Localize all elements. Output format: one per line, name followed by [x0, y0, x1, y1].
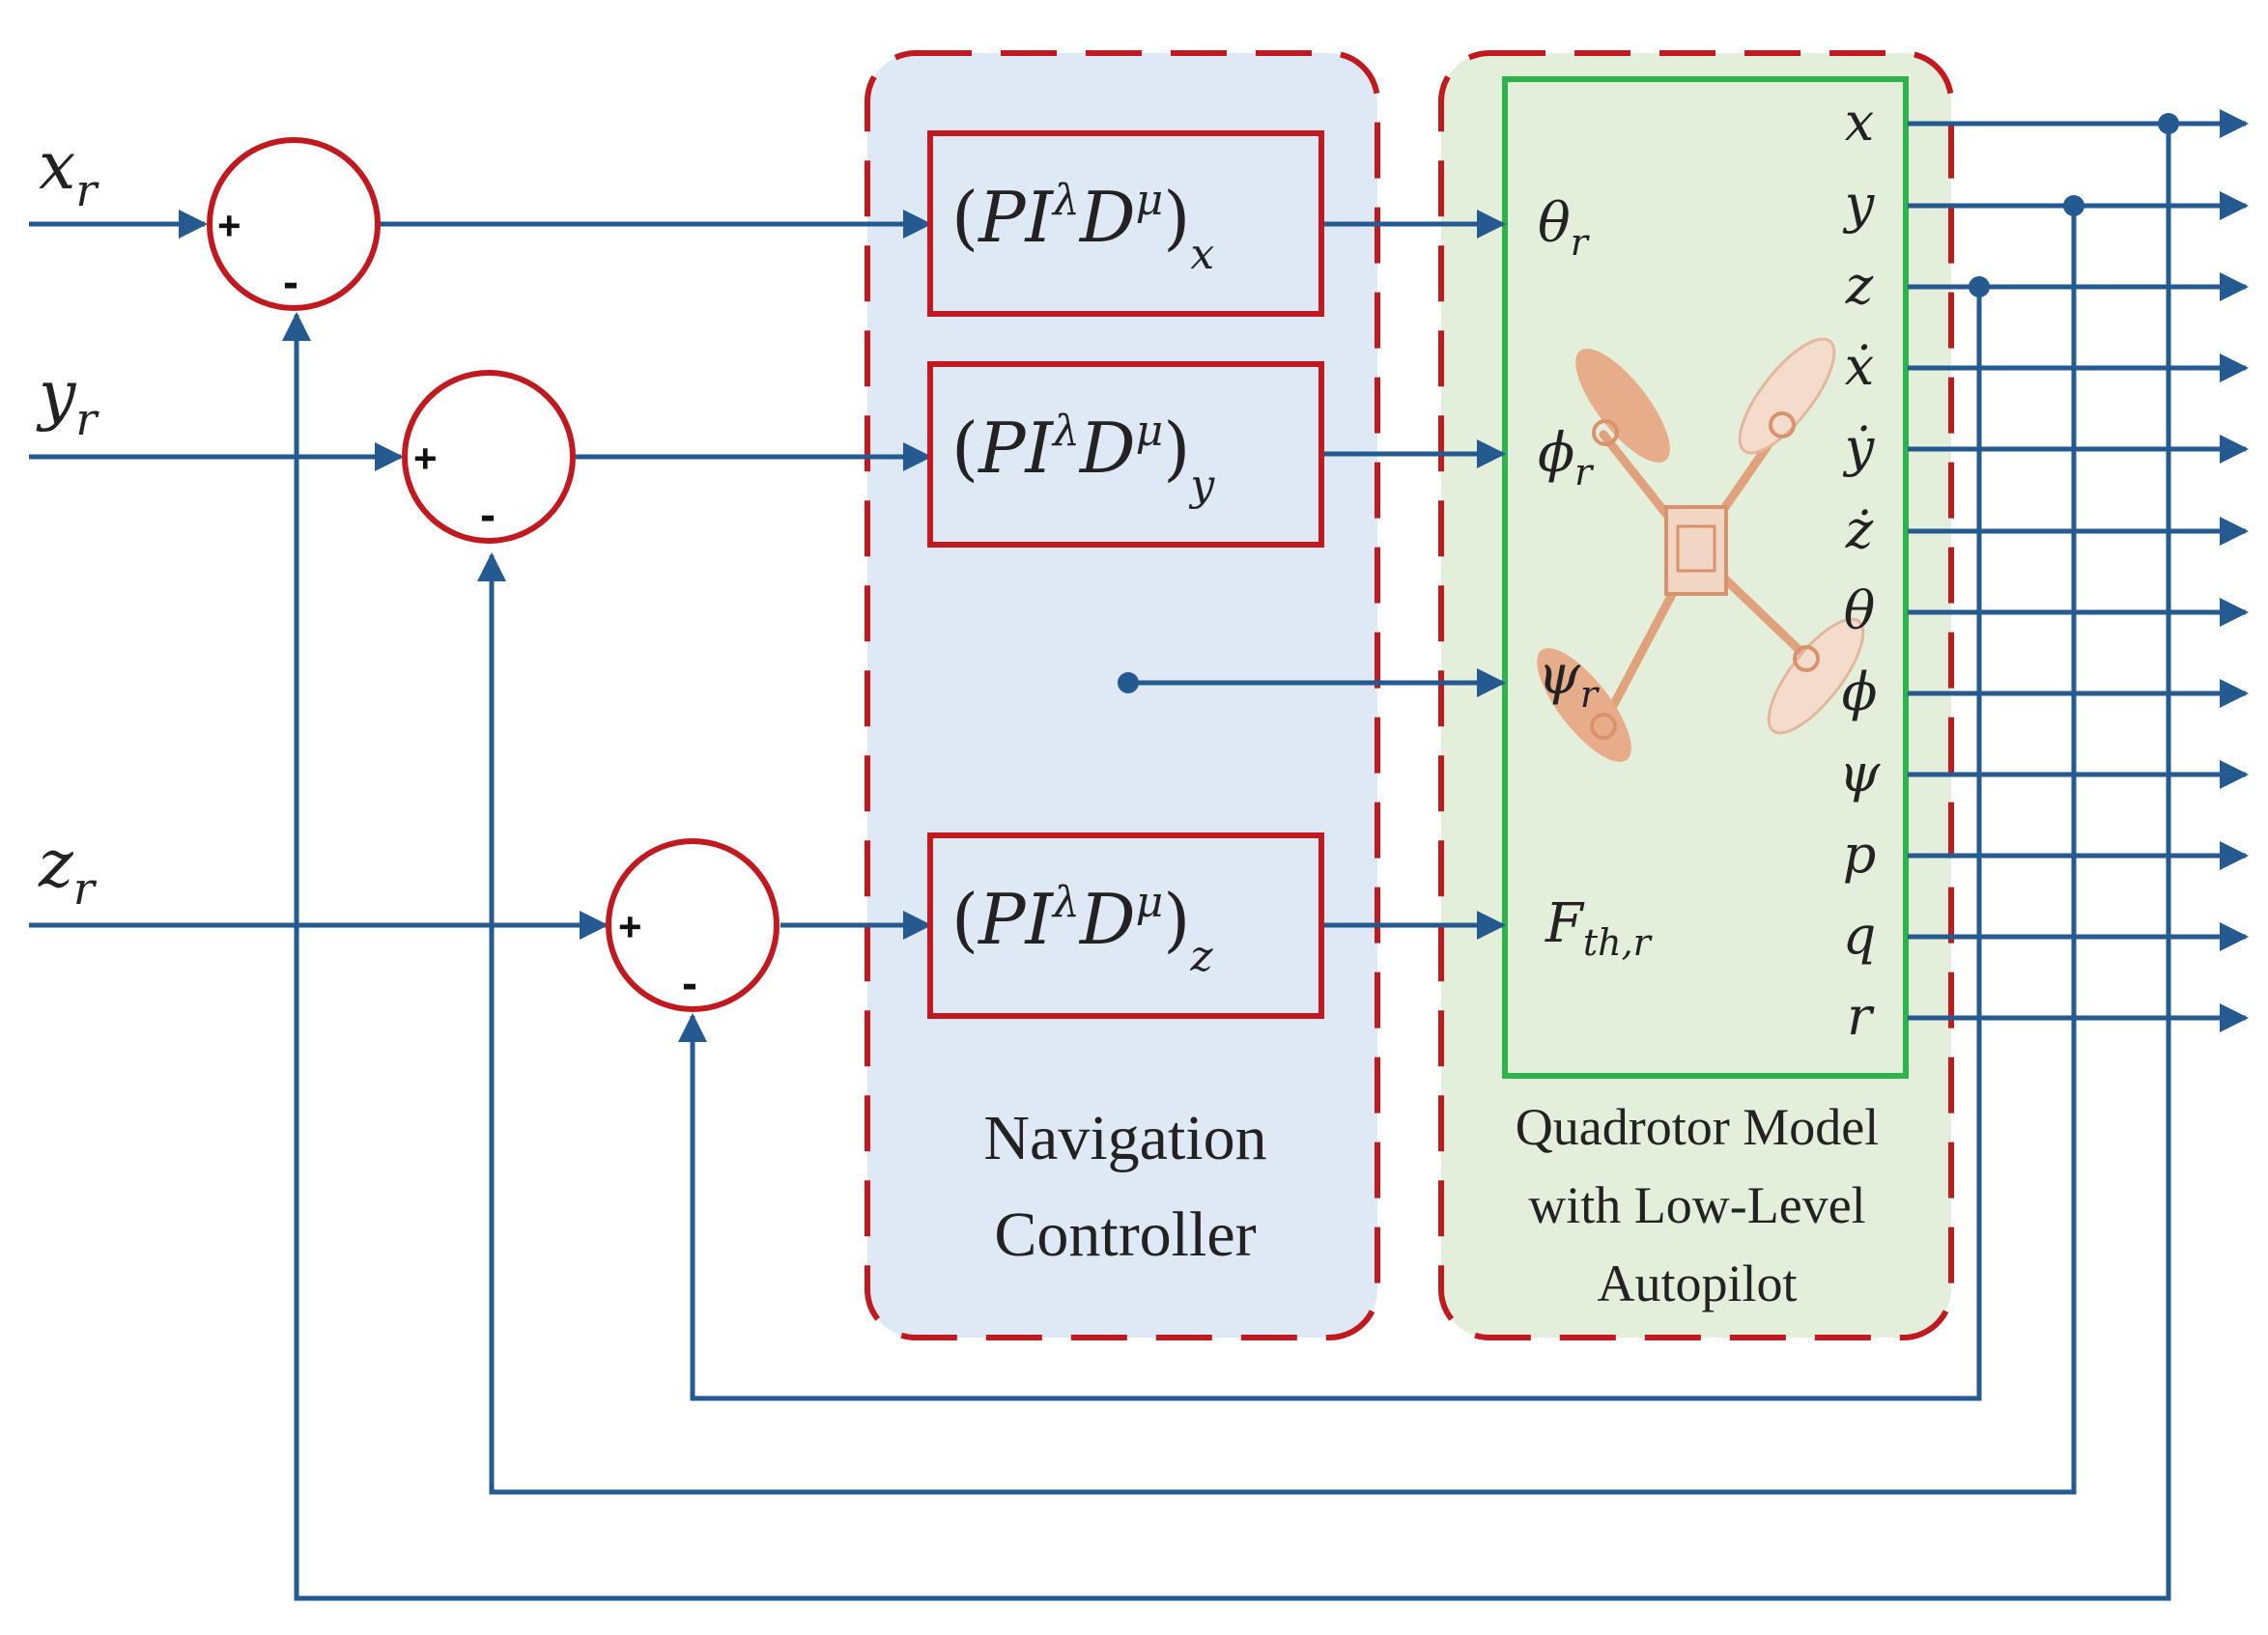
svg-text:(PIλDμ)y: (PIλDμ)y: [951, 407, 1215, 510]
z-plus-sign: +: [618, 904, 642, 949]
output-label: ψ: [1839, 743, 1881, 803]
pid-controller-z: (PIλDμ)z: [927, 832, 1324, 1019]
output-label: q: [1843, 905, 1877, 966]
quadrotor-model-title-line2: with Low-Level: [1528, 1176, 1865, 1234]
output-label: y: [1843, 174, 1876, 235]
output-label: x: [1845, 92, 1874, 153]
navigation-controller-title-line1: Navigation: [983, 1103, 1266, 1173]
y-summing-junction: [402, 370, 576, 544]
output-state-labels: x y z ẋ ẏ ż θ ϕ ψ p q r: [1839, 92, 1881, 1047]
phi-ref-label: ϕr: [1538, 422, 1595, 493]
quadrotor-model-title-line3: Autopilot: [1597, 1254, 1797, 1312]
output-label: ẏ: [1843, 417, 1876, 478]
output-label: z: [1845, 255, 1874, 316]
y-feedback-line: [477, 206, 2077, 1495]
quadrotor-icon: [1537, 337, 1865, 762]
z-feedback-junction: [1969, 276, 1990, 297]
x-feedback-line: [282, 124, 2171, 1601]
z-minus-sign: -: [682, 958, 697, 1009]
navigation-controller-title-line2: Controller: [994, 1199, 1256, 1270]
x-minus-sign: -: [283, 257, 298, 308]
low-level-autopilot-box: [1502, 76, 1909, 1079]
thrust-ref-label: Fth,r: [1545, 892, 1654, 964]
z-summing-junction: [606, 838, 780, 1012]
output-label: r: [1847, 986, 1875, 1047]
psi-ref-label: ψr: [1538, 644, 1601, 716]
y-feedback-junction: [2063, 195, 2084, 216]
y-plus-sign: +: [413, 436, 438, 481]
output-label: ẋ: [1845, 336, 1874, 397]
output-label: θ: [1844, 580, 1876, 641]
psi-ref-source-dot: [1118, 672, 1139, 693]
output-lines: [1908, 109, 2249, 1032]
quadrotor-model-title-line1: Quadrotor Model: [1516, 1098, 1879, 1156]
pid-controller-x: (PIλDμ)x: [927, 130, 1324, 317]
y-minus-sign: -: [480, 490, 496, 541]
yr-label: yr: [36, 357, 99, 445]
svg-text:(PIλDμ)z: (PIλDμ)z: [951, 878, 1213, 981]
output-label: ϕ: [1842, 662, 1878, 722]
output-label: ż: [1845, 499, 1874, 560]
xr-label: xr: [39, 128, 99, 216]
zr-label: zr: [38, 827, 98, 915]
z-feedback-line: [678, 287, 1982, 1401]
x-summing-junction: [207, 137, 381, 311]
theta-ref-label: θr: [1538, 192, 1591, 264]
pid-controller-y: (PIλDμ)y: [927, 361, 1324, 548]
x-plus-sign: +: [217, 203, 241, 248]
x-feedback-junction: [2158, 113, 2179, 134]
svg-text:(PIλDμ)x: (PIλDμ)x: [951, 176, 1214, 279]
output-label: p: [1843, 824, 1877, 885]
